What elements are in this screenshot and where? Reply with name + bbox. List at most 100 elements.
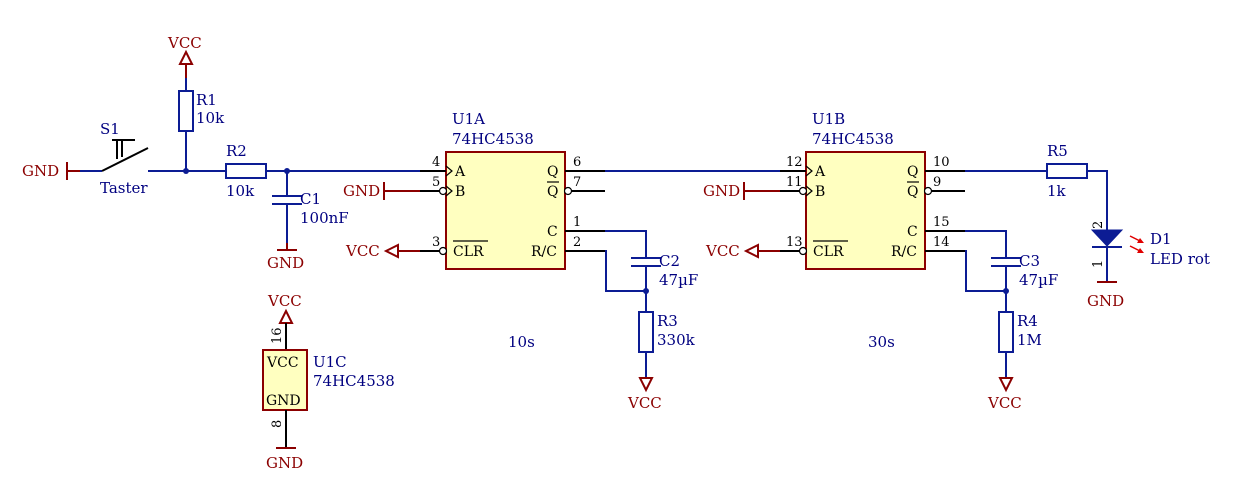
vcc-port-u1c: VCC [267,292,302,324]
led-pin-anode: 2 [1091,221,1106,229]
r4-value: 1M [1017,331,1042,349]
u1a-label-clr: CLR [453,244,484,260]
u1a-label-b: B [455,184,465,200]
gnd-port-led: GND [1087,281,1124,310]
c2-value: 47µF [659,271,698,289]
u1a-label-q: Q [547,164,558,180]
u1b-pin-num-rc: 14 [933,235,950,250]
u1c-label-vcc: VCC [266,355,299,371]
u1a-label-a: A [454,164,466,180]
r4-ref: R4 [1017,312,1038,330]
resistor-r5[interactable]: R5 1k [965,142,1108,218]
u1c-pin-num-vcc: 16 [270,327,285,344]
gnd-port-u1a-b: GND [343,182,420,200]
u1a-pin-num-clr: 3 [432,235,440,250]
u1c-part: 74HC4538 [313,372,395,390]
led-value: LED rot [1150,250,1210,268]
u1a-pin-num-a: 4 [432,155,440,170]
gnd-label-u1b: GND [703,182,740,200]
led-ref: D1 [1150,230,1172,248]
timing-network-u1a [605,230,649,312]
u1a-label-c: C [547,224,558,240]
u1a-part: 74HC4538 [452,130,534,148]
vcc-label-u1c: VCC [267,292,302,310]
u1b-label-rc: R/C [891,244,917,260]
resistor-r4[interactable]: R4 1M [998,311,1042,378]
vcc-label-u1b: VCC [705,242,740,260]
u1a-time: 10s [508,333,535,351]
vcc-port-r1: VCC [167,34,202,78]
u1a-label-rc: R/C [531,244,557,260]
capacitor-c2[interactable]: C2 47µF [631,252,698,289]
vcc-label-r4: VCC [987,394,1022,412]
c2-ref: C2 [659,252,680,270]
led-pin-cathode: 1 [1091,260,1106,268]
u1b-pin-num-clr: 13 [786,235,803,250]
chip-u1b[interactable]: U1B 74HC4538 12 11 13 10 9 15 14 A B CLR… [780,110,965,270]
u1b-pin-num-c: 15 [933,215,950,230]
vcc-label-r1: VCC [167,34,202,52]
gnd-port-u1c: GND [266,447,303,472]
resistor-r1[interactable]: R1 10k [178,78,225,171]
r5-ref: R5 [1047,142,1068,160]
u1b-time: 30s [868,333,895,351]
chip-u1a[interactable]: U1A 74HC4538 4 5 3 6 7 1 2 A B CLR Q Q C [420,110,605,270]
resistor-r2[interactable]: R2 10k [186,142,287,200]
r2-ref: R2 [226,142,247,160]
u1a-pin-num-q: 6 [573,155,581,170]
r2-value: 10k [226,182,255,200]
u1b-label-c: C [907,224,918,240]
gnd-label-u1c: GND [266,454,303,472]
gnd-label-c1: GND [267,254,304,272]
capacitor-c1[interactable]: C1 100nF [272,171,349,243]
u1c-label-gnd: GND [266,393,301,409]
r1-ref: R1 [196,91,217,109]
vcc-label-u1a: VCC [345,242,380,260]
vcc-port-r4: VCC [987,377,1022,412]
u1c-ref: U1C [313,353,347,371]
u1a-ref: U1A [452,110,485,128]
u1b-label-q: Q [907,164,918,180]
switch-value: Taster [100,179,148,197]
capacitor-c3[interactable]: C3 47µF [991,252,1058,289]
resistor-r3[interactable]: R3 330k [638,311,696,378]
gnd-port-c1: GND [267,243,304,272]
gnd-label-switch: GND [22,162,59,180]
c1-ref: C1 [300,190,321,208]
c1-value: 100nF [300,209,349,227]
u1a-pin-num-rc: 2 [573,235,581,250]
led-d1[interactable]: 2 1 D1 LED rot [1090,218,1210,282]
u1c-pin-num-gnd: 8 [270,420,285,428]
gnd-port-u1b-b: GND [703,182,780,200]
u1a-pin-num-qbar: 7 [573,175,581,190]
r3-ref: R3 [657,312,678,330]
vcc-port-u1a-clr: VCC [345,242,420,260]
u1b-label-a: A [814,164,826,180]
u1b-label-qbar: Q [907,184,918,200]
u1b-pin-num-q: 10 [933,155,950,170]
u1b-label-clr: CLR [813,244,844,260]
u1b-label-b: B [815,184,825,200]
vcc-port-u1b-clr: VCC [705,242,780,260]
r3-value: 330k [657,331,696,349]
c3-value: 47µF [1019,271,1058,289]
vcc-port-r3: VCC [627,377,662,412]
u1b-pin-num-qbar: 9 [933,175,941,190]
r5-value: 1k [1047,182,1067,200]
u1b-pin-num-a: 12 [786,155,803,170]
vcc-label-r3: VCC [627,394,662,412]
u1b-part: 74HC4538 [812,130,894,148]
u1a-pin-num-b: 5 [432,175,440,190]
c3-ref: C3 [1019,252,1040,270]
gnd-label-u1a: GND [343,182,380,200]
u1a-pin-num-c: 1 [573,215,581,230]
u1b-pin-num-b: 11 [786,175,803,190]
timing-network-u1b [965,230,1009,312]
u1b-ref: U1B [812,110,845,128]
chip-u1c[interactable]: VCC 16 8 VCC GND U1C 74HC4538 GND [262,292,395,472]
switch-ref: S1 [100,120,120,138]
gnd-label-led: GND [1087,292,1124,310]
switch-s1[interactable]: S1 Taster [80,120,186,197]
gnd-port-switch: GND [22,162,80,180]
